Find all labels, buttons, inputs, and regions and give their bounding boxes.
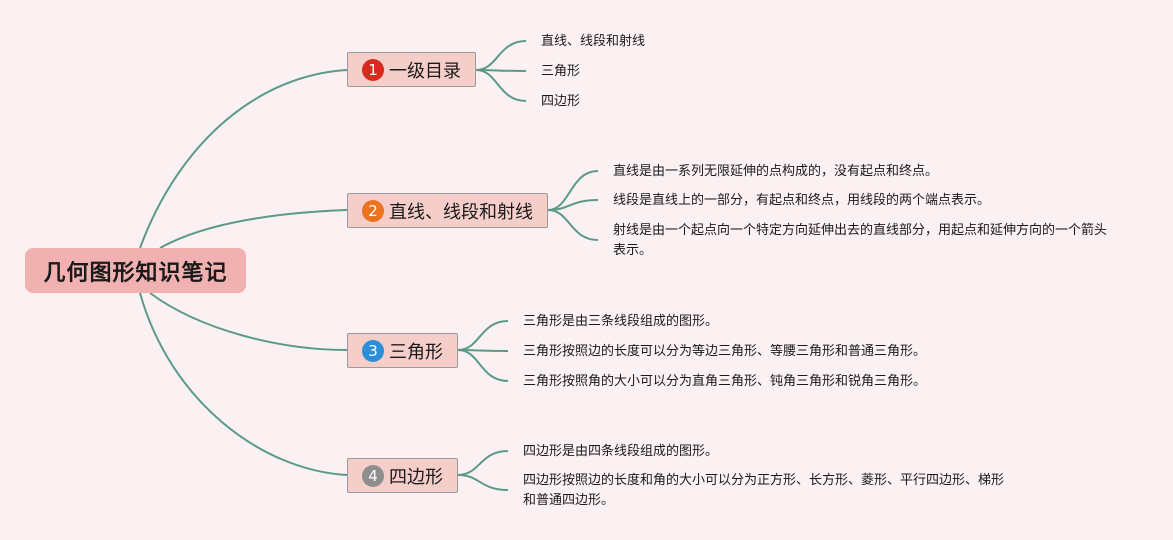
leaf-topic[interactable]: 三角形 xyxy=(541,64,581,79)
branch-label: 直线、线段和射线 xyxy=(389,201,533,223)
branch-node-1[interactable]: 1 一级目录 xyxy=(347,52,476,87)
leaf-topic[interactable]: 四边形按照边的长度和角的大小可以分为正方形、长方形、菱形、平行四边形、梯形和普通… xyxy=(523,473,1005,508)
root-node[interactable]: 几何图形知识笔记 xyxy=(25,248,246,293)
leaf-topic[interactable]: 四边形是由四条线段组成的图形。 xyxy=(523,444,719,459)
leaf-topic[interactable]: 直线、线段和射线 xyxy=(541,34,646,49)
leaf-topic[interactable]: 直线是由一系列无限延伸的点构成的，没有起点和终点。 xyxy=(613,164,939,179)
number-badge-icon: 4 xyxy=(362,464,384,487)
number-badge-icon: 3 xyxy=(362,339,384,362)
leaf-topic[interactable]: 三角形按照边的长度可以分为等边三角形、等腰三角形和普通三角形。 xyxy=(523,344,927,359)
leaf-link-1-1 xyxy=(475,40,527,71)
leaf-link-2-3 xyxy=(547,209,599,241)
branch-label: 三角形 xyxy=(389,341,443,363)
root-link-2 xyxy=(159,209,348,249)
branch-node-3[interactable]: 3 三角形 xyxy=(347,333,458,368)
root-link-4 xyxy=(139,292,348,476)
root-link-1 xyxy=(139,69,348,249)
branch-label: 四边形 xyxy=(389,466,443,488)
leaf-topic[interactable]: 线段是直线上的一部分，有起点和终点，用线段的两个端点表示。 xyxy=(613,193,991,208)
leaf-link-4-1 xyxy=(457,450,509,476)
leaf-topic[interactable]: 三角形是由三条线段组成的图形。 xyxy=(523,314,719,329)
branch-node-4[interactable]: 4 四边形 xyxy=(347,458,458,493)
root-link-3 xyxy=(149,292,348,351)
leaf-link-2-2 xyxy=(547,199,599,211)
root-title: 几何图形知识笔记 xyxy=(43,260,228,286)
leaf-topic[interactable]: 三角形按照角的大小可以分为直角三角形、钝角三角形和锐角三角形。 xyxy=(523,374,927,389)
leaf-link-3-1 xyxy=(457,320,509,351)
branch-label: 一级目录 xyxy=(389,60,461,82)
leaf-link-1-3 xyxy=(475,69,527,102)
branch-node-2[interactable]: 2 直线、线段和射线 xyxy=(347,193,548,228)
leaf-link-4-2 xyxy=(457,474,509,491)
number-badge-icon: 2 xyxy=(362,199,384,222)
leaf-topic[interactable]: 四边形 xyxy=(541,94,581,109)
leaf-link-3-3 xyxy=(457,349,509,382)
number-badge-icon: 1 xyxy=(362,58,384,81)
leaf-topic[interactable]: 射线是由一个起点向一个特定方向延伸出去的直线部分，用起点和延伸方向的一个箭头表示… xyxy=(613,223,1108,258)
